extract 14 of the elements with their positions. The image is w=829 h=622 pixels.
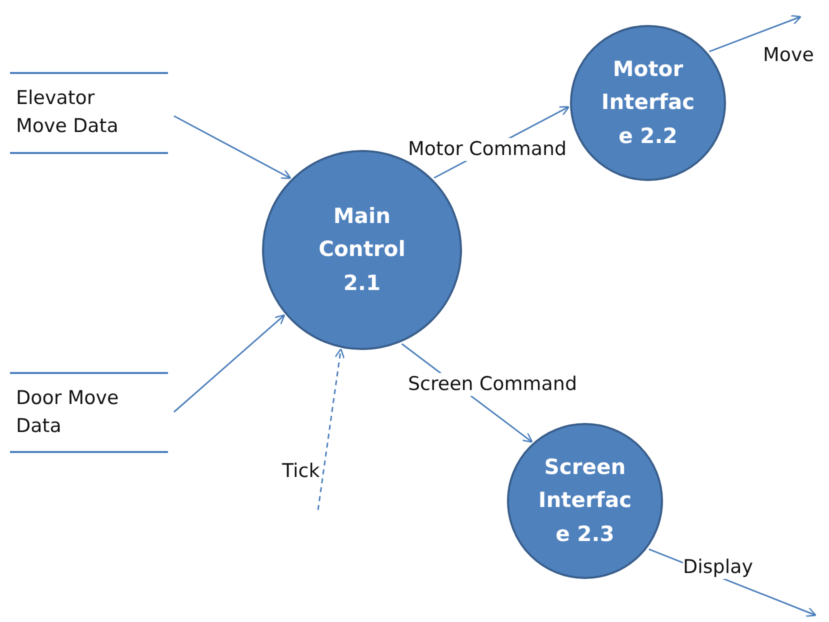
process-label: Screen Interfac e 2.3: [538, 454, 632, 548]
arrow: [174, 314, 286, 413]
arrow: [174, 115, 292, 179]
edge-label: Display: [683, 556, 754, 579]
edge-label: Screen Command: [408, 373, 578, 396]
store-label: Elevator Move Data: [16, 86, 120, 139]
process-label: Motor Interfac e 2.2: [600, 56, 696, 150]
edge-label: Motor Command: [408, 138, 567, 161]
data-store: [10, 372, 168, 453]
process-label: Main Control 2.1: [318, 202, 406, 297]
arrow: [317, 348, 345, 510]
arrow: [709, 15, 802, 52]
store-label: Door Move Data: [16, 386, 120, 438]
data-store: [10, 72, 168, 154]
